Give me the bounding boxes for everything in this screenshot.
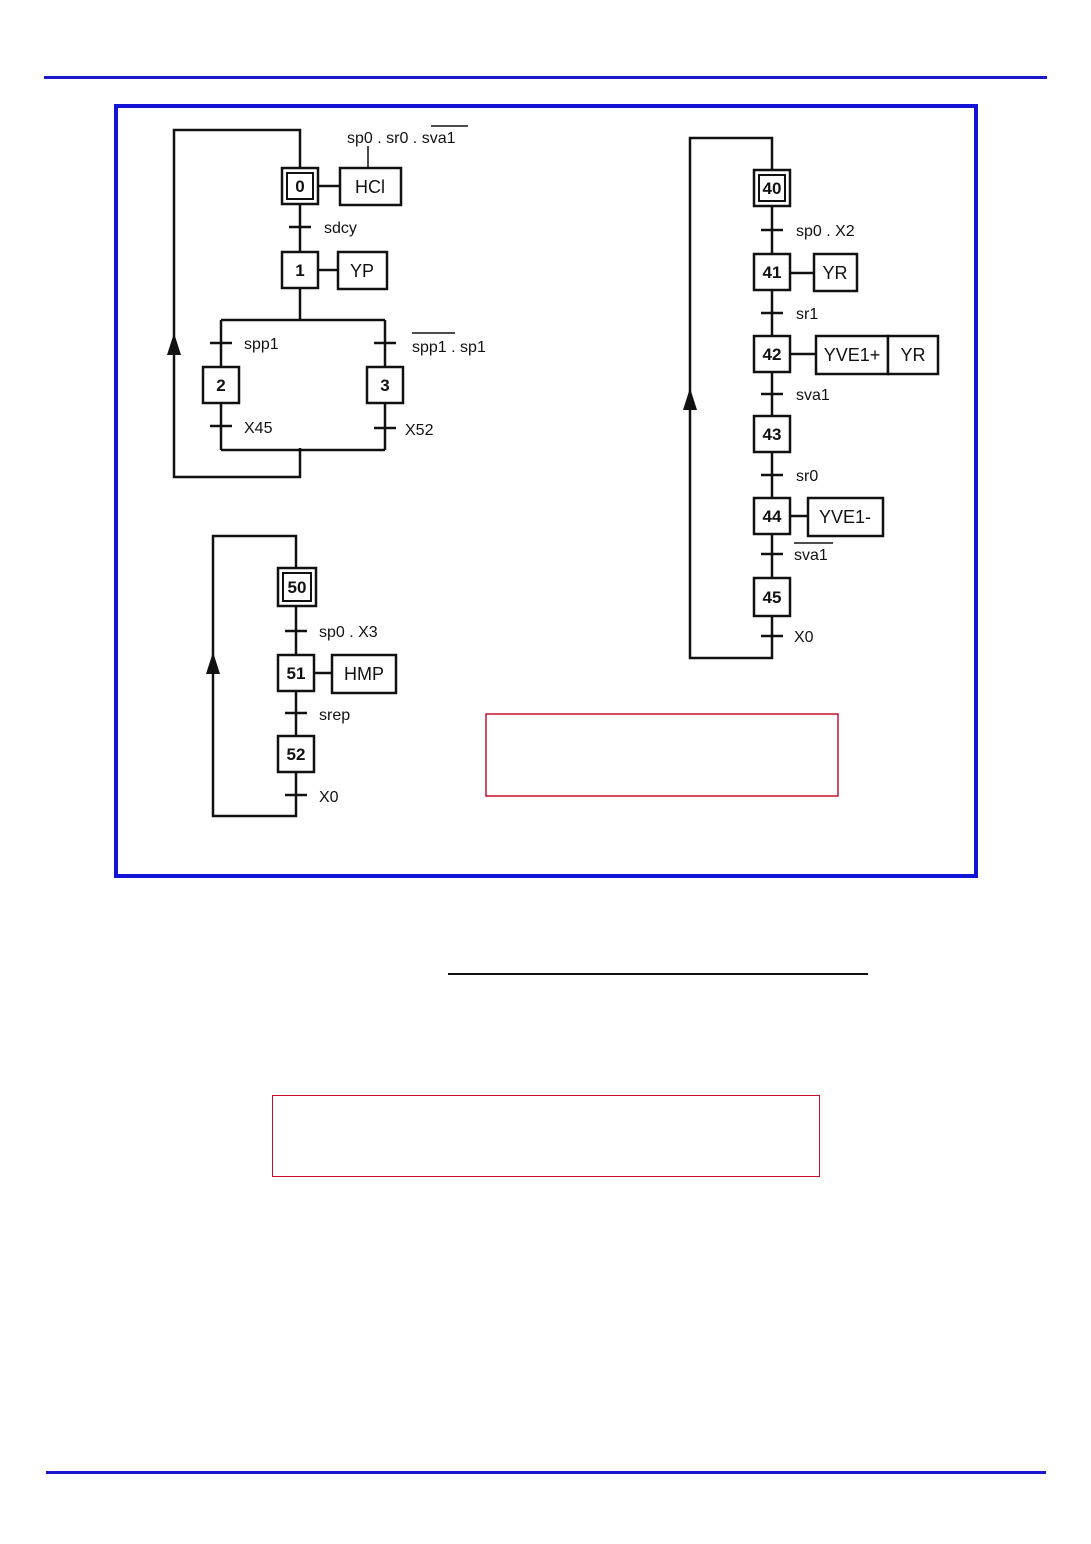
action-yve1minus-label: YVE1- xyxy=(819,507,871,527)
step-43-number: 43 xyxy=(763,425,782,444)
step-41 xyxy=(752,252,792,292)
transition-x0-right-label: X0 xyxy=(794,629,814,646)
step-52-number: 52 xyxy=(287,745,306,764)
answer-box-1 xyxy=(485,713,839,797)
step-41-number: 41 xyxy=(763,263,782,282)
step-51-number: 51 xyxy=(287,664,306,683)
transition-spp1-sp1-label: spp1 . sp1 xyxy=(412,339,486,356)
transition-x45-label: X45 xyxy=(244,420,273,437)
main-loop-line xyxy=(172,128,302,479)
step-50-number: 50 xyxy=(288,578,307,597)
transition-sr0-label: sr0 xyxy=(796,468,818,485)
step-0-inner xyxy=(286,172,314,200)
step-0-number: 0 xyxy=(295,177,304,196)
action-box-hcl xyxy=(338,166,403,207)
step-44-number: 44 xyxy=(763,507,782,526)
transition-spp1-label: spp1 xyxy=(244,336,279,353)
action-box-hmp xyxy=(330,653,398,695)
step-45 xyxy=(752,576,792,618)
transition-sp0-x2-label: sp0 . X2 xyxy=(796,223,855,240)
action-box-yp xyxy=(336,250,389,291)
step-42 xyxy=(752,334,792,374)
right-loop-arrow xyxy=(683,388,697,410)
step-40-inner xyxy=(758,174,786,202)
step-52 xyxy=(276,734,316,774)
bottom-loop-arrow xyxy=(206,652,220,674)
action-box-yve1plus xyxy=(814,334,890,376)
step-3-number: 3 xyxy=(380,376,389,395)
bottom-loop-line xyxy=(211,534,298,818)
top-rule xyxy=(44,76,1047,79)
action-yr-41-label: YR xyxy=(822,263,847,283)
step-45-number: 45 xyxy=(763,588,782,607)
grafcet-diagram: 0 1 2 3 HCl YP sp0 . sr0 . sva1 sdcy spp… xyxy=(167,125,940,818)
action-hmp-label: HMP xyxy=(344,664,384,684)
step-2 xyxy=(201,365,241,405)
step-1 xyxy=(280,250,320,290)
step-2-number: 2 xyxy=(216,376,225,395)
transition-not-sva1-label: sva1 xyxy=(794,547,828,564)
action-yve1plus-label: YVE1+ xyxy=(824,345,881,365)
step-50-inner xyxy=(282,572,312,602)
transition-sva1-label: sva1 xyxy=(796,387,830,404)
transition-sdcy-label: sdcy xyxy=(324,220,357,237)
bottom-rule xyxy=(46,1471,1046,1474)
action-yp-label: YP xyxy=(350,261,374,281)
action-box-yve1minus xyxy=(806,496,885,538)
transition-x52-label: X52 xyxy=(405,422,434,439)
step-42-number: 42 xyxy=(763,345,782,364)
step-3 xyxy=(365,365,405,405)
action-hcl-label: HCl xyxy=(355,177,385,197)
step-43 xyxy=(752,414,792,454)
step-40-number: 40 xyxy=(763,179,782,198)
blank-answer-line xyxy=(448,973,868,975)
cond-0-label: sp0 . sr0 . sva1 xyxy=(347,130,456,147)
grafcet-diagram-frame: 0 1 2 3 HCl YP sp0 . sr0 . sva1 sdcy spp… xyxy=(114,104,978,878)
action-box-yr-41 xyxy=(812,252,859,293)
step-1-number: 1 xyxy=(295,261,304,280)
step-44 xyxy=(752,496,792,536)
answer-box-2 xyxy=(272,1095,820,1177)
t13-part-b: . sp1 xyxy=(447,339,486,356)
transition-srep-label: srep xyxy=(319,707,350,724)
action-box-yr-42 xyxy=(886,334,940,376)
cond-0-part-a: sp0 . sr0 . xyxy=(347,130,422,147)
step-51 xyxy=(276,653,316,693)
main-loop-arrow xyxy=(167,333,181,355)
transition-x0-bottom-label: X0 xyxy=(319,789,339,806)
t13-part-a: spp1 xyxy=(412,339,447,356)
action-yr-42-label: YR xyxy=(900,345,925,365)
transition-sp0-x3-label: sp0 . X3 xyxy=(319,624,378,641)
transition-sr1-label: sr1 xyxy=(796,306,818,323)
cond-0-part-b: sva1 xyxy=(422,130,456,147)
